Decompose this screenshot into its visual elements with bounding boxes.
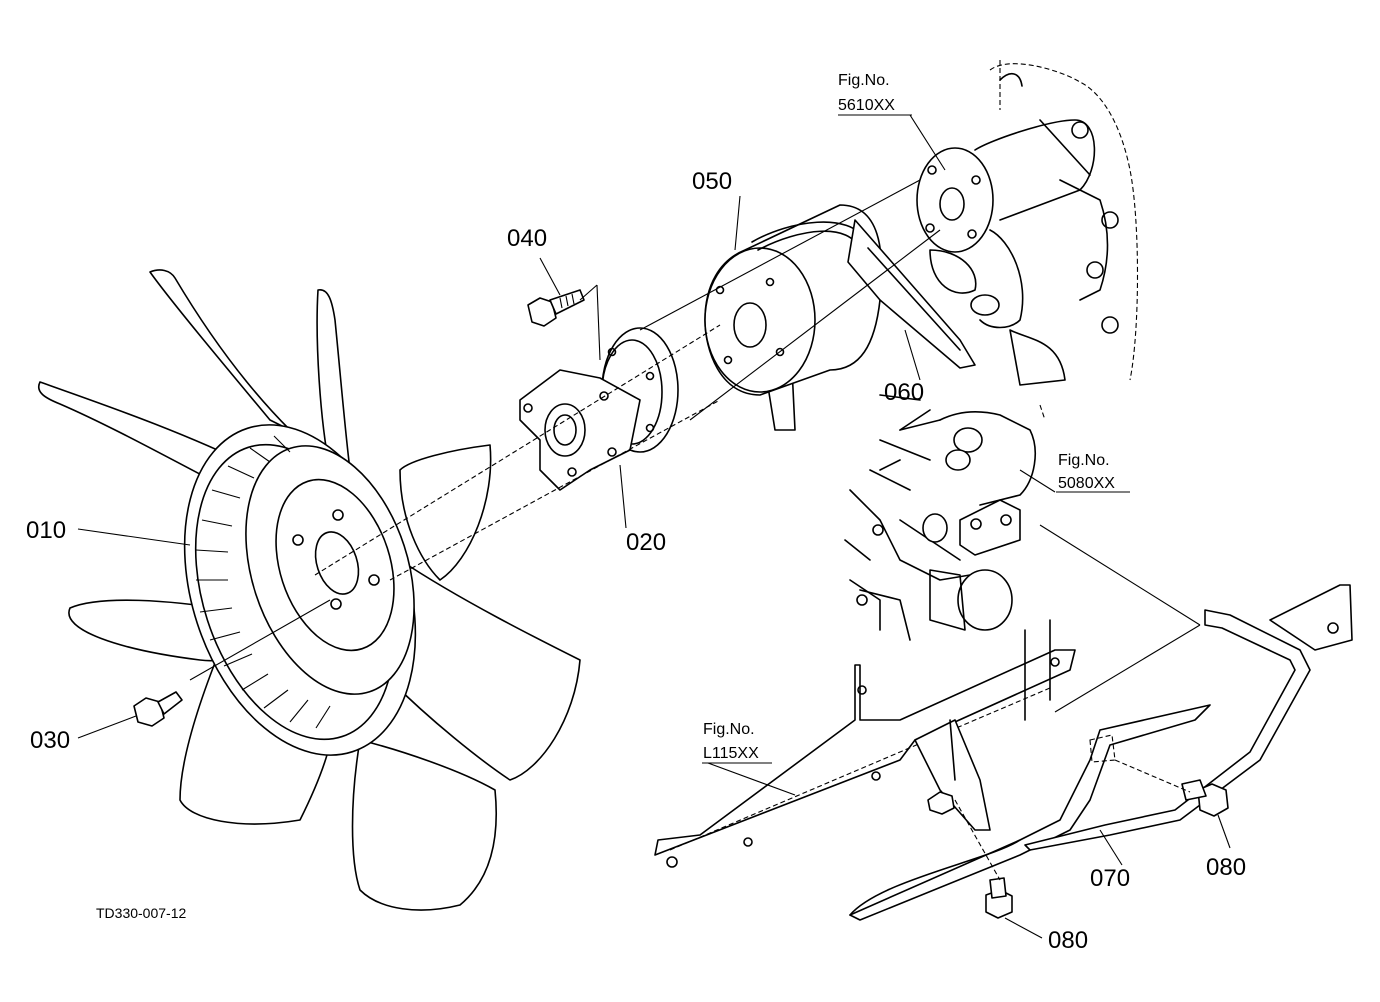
fig-ref-number: 5610XX <box>838 97 895 114</box>
fig-ref-prefix: Fig.No. <box>1058 452 1110 469</box>
fig-ref-prefix: Fig.No. <box>703 721 755 738</box>
label-080-right: 080 <box>1206 854 1246 881</box>
fig-ref-prefix: Fig.No. <box>838 72 890 89</box>
fan-pulley <box>704 204 883 431</box>
fan-blade-assembly <box>38 269 581 911</box>
bolt-030 <box>133 691 183 727</box>
leader-lines <box>77 114 1231 939</box>
label-070: 070 <box>1090 865 1130 892</box>
label-010: 010 <box>26 517 66 544</box>
fig-ref-number: 5080XX <box>1058 475 1115 492</box>
label-030: 030 <box>30 727 70 754</box>
engine-block-reference <box>844 394 1046 641</box>
fig-ref-5610xx: Fig.No. 5610XX <box>838 72 912 116</box>
label-050: 050 <box>692 168 732 195</box>
bolt-080-right <box>1181 779 1229 817</box>
fig-ref-l115xx: Fig.No. L115XX <box>702 721 772 764</box>
frame-rail-reference <box>654 619 1076 868</box>
v-belt <box>847 219 976 369</box>
fig-ref-number: L115XX <box>703 745 759 762</box>
bolt-080-bottom <box>985 877 1013 919</box>
drawing-code: TD330-007-12 <box>96 905 186 921</box>
stay-070 <box>849 584 1353 921</box>
label-060: 060 <box>884 379 924 406</box>
label-040: 040 <box>507 225 547 252</box>
label-080-bottom: 080 <box>1048 927 1088 954</box>
fig-ref-5080xx: Fig.No. 5080XX <box>1056 452 1130 493</box>
water-pump-reference <box>916 60 1139 386</box>
fan-drive-flange <box>519 327 679 491</box>
bolt-040 <box>527 289 585 327</box>
assembly-center-lines <box>189 179 1201 881</box>
label-020: 020 <box>626 529 666 556</box>
